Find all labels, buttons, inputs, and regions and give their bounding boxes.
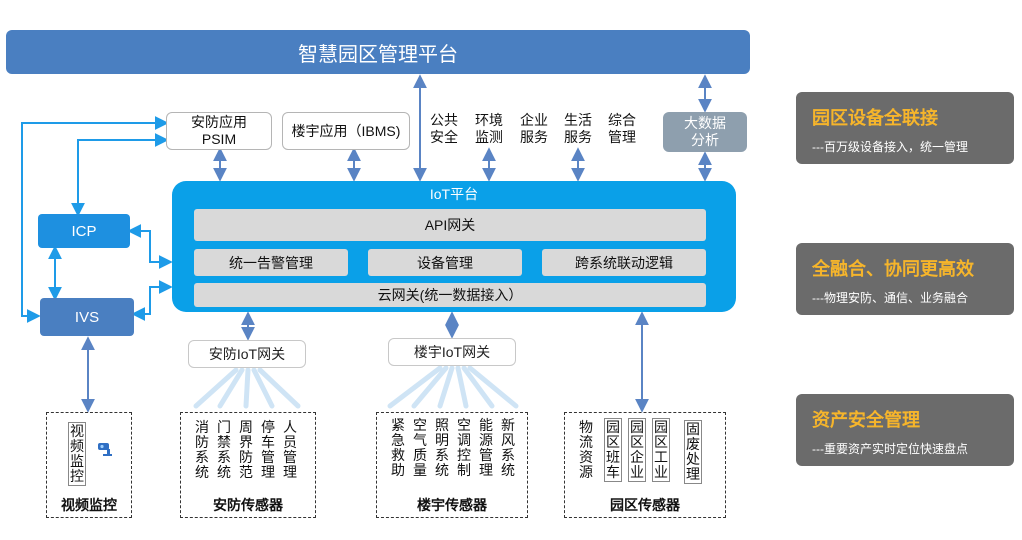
icp-label: ICP <box>71 222 97 240</box>
app-enterprise-line1: 企业 <box>520 112 548 128</box>
app-enterprise-service[interactable]: 企业 服务 <box>516 112 552 146</box>
panel-2-subtitle: ---物理安防、通信、业务融合 <box>812 291 968 305</box>
app-enterprise-line2: 服务 <box>520 129 548 145</box>
building-gateway-label: 楼宇IoT网关 <box>413 344 491 360</box>
park-group-label: 园区传感器 <box>610 497 680 513</box>
building-sensor-4: 空调控制 <box>457 417 471 478</box>
panel-2-title: 全融合、协同更高效 <box>812 259 974 279</box>
park-sensor-2: 园区班车 <box>604 418 622 482</box>
building-sensor-group <box>376 412 528 518</box>
panel-3-title: 资产安全管理 <box>812 410 920 430</box>
park-sensor-3: 园区企业 <box>628 418 646 482</box>
panel-3-subtitle: ---重要资产实时定位快速盘点 <box>812 442 968 456</box>
panel-1-title: 园区设备全联接 <box>812 108 938 128</box>
platform-title: 智慧园区管理平台 <box>298 43 458 66</box>
video-item: 视频监控 <box>68 422 86 486</box>
icp-box[interactable]: ICP <box>38 214 130 248</box>
security-sensor-3: 周界防范 <box>239 419 253 480</box>
security-sensor-1: 消防系统 <box>195 419 209 480</box>
smart-park-platform-bar[interactable]: 智慧园区管理平台 <box>6 30 750 74</box>
security-sensor-5: 人员管理 <box>283 419 297 480</box>
app-ibms[interactable]: 楼宇应用（IBMS) <box>282 112 410 150</box>
api-gateway[interactable]: API网关 <box>194 209 706 241</box>
security-iot-gateway[interactable]: 安防IoT网关 <box>188 340 306 368</box>
building-iot-gateway[interactable]: 楼宇IoT网关 <box>388 338 516 366</box>
ivs-box[interactable]: IVS <box>40 298 134 336</box>
app-env-monitor-line2: 监测 <box>475 129 503 145</box>
app-life-service[interactable]: 生活 服务 <box>560 112 596 146</box>
panel-1-subtitle: ---百万级设备接入，统一管理 <box>812 140 968 154</box>
app-public-safety-line1: 公共 <box>430 112 458 128</box>
app-psim-line1: 安防应用 <box>191 114 247 130</box>
app-ibms-label: 楼宇应用（IBMS) <box>291 122 401 139</box>
app-psim[interactable]: 安防应用 PSIM <box>166 112 272 150</box>
park-sensor-5: 固废处理 <box>684 420 702 484</box>
app-life-line1: 生活 <box>564 112 592 128</box>
big-data-line2: 分析 <box>691 132 719 148</box>
building-sensor-6: 新风系统 <box>501 417 515 478</box>
building-sensor-5: 能源管理 <box>479 417 493 478</box>
app-env-monitor[interactable]: 环境 监测 <box>471 112 507 146</box>
cross-system-logic[interactable]: 跨系统联动逻辑 <box>542 249 706 276</box>
security-sensor-group <box>180 412 316 518</box>
building-sensor-2: 空气质量 <box>413 417 427 478</box>
feature-panel-convergence: 全融合、协同更高效 ---物理安防、通信、业务融合 <box>796 243 1014 315</box>
big-data-line1: 大数据 <box>684 115 726 131</box>
app-env-monitor-line1: 环境 <box>475 112 503 128</box>
park-sensor-4: 园区工业 <box>652 418 670 482</box>
security-gateway-label: 安防IoT网关 <box>208 346 286 362</box>
alarm-management[interactable]: 统一告警管理 <box>194 249 348 276</box>
park-sensor-1: 物流资源 <box>579 419 593 480</box>
app-public-safety-line2: 安全 <box>430 129 458 145</box>
app-life-line2: 服务 <box>564 129 592 145</box>
park-sensor-group <box>564 412 726 518</box>
device-management[interactable]: 设备管理 <box>368 249 522 276</box>
cloud-gateway[interactable]: 云网关(统一数据接入） <box>194 283 706 307</box>
feature-panel-full-connection: 园区设备全联接 ---百万级设备接入，统一管理 <box>796 92 1014 164</box>
iot-platform-title: IoT平台 <box>429 186 479 202</box>
app-public-safety[interactable]: 公共 安全 <box>426 112 462 146</box>
app-integrated-mgmt[interactable]: 综合 管理 <box>604 112 640 146</box>
app-integrated-line2: 管理 <box>608 129 636 145</box>
security-group-label: 安防传感器 <box>213 497 283 513</box>
building-group-label: 楼宇传感器 <box>417 497 487 513</box>
building-sensor-1: 紧急救助 <box>391 417 405 478</box>
app-integrated-line1: 综合 <box>608 112 636 128</box>
security-sensor-2: 门禁系统 <box>217 419 231 480</box>
video-group <box>46 412 132 518</box>
app-psim-line2: PSIM <box>201 131 237 147</box>
camera-icon <box>96 440 116 458</box>
ivs-label: IVS <box>74 308 100 326</box>
app-big-data[interactable]: 大数据 分析 <box>663 112 747 152</box>
building-sensor-3: 照明系统 <box>435 417 449 478</box>
feature-panel-asset-security: 资产安全管理 ---重要资产实时定位快速盘点 <box>796 394 1014 466</box>
security-sensor-4: 停车管理 <box>261 419 275 480</box>
video-group-label: 视频监控 <box>61 497 117 513</box>
